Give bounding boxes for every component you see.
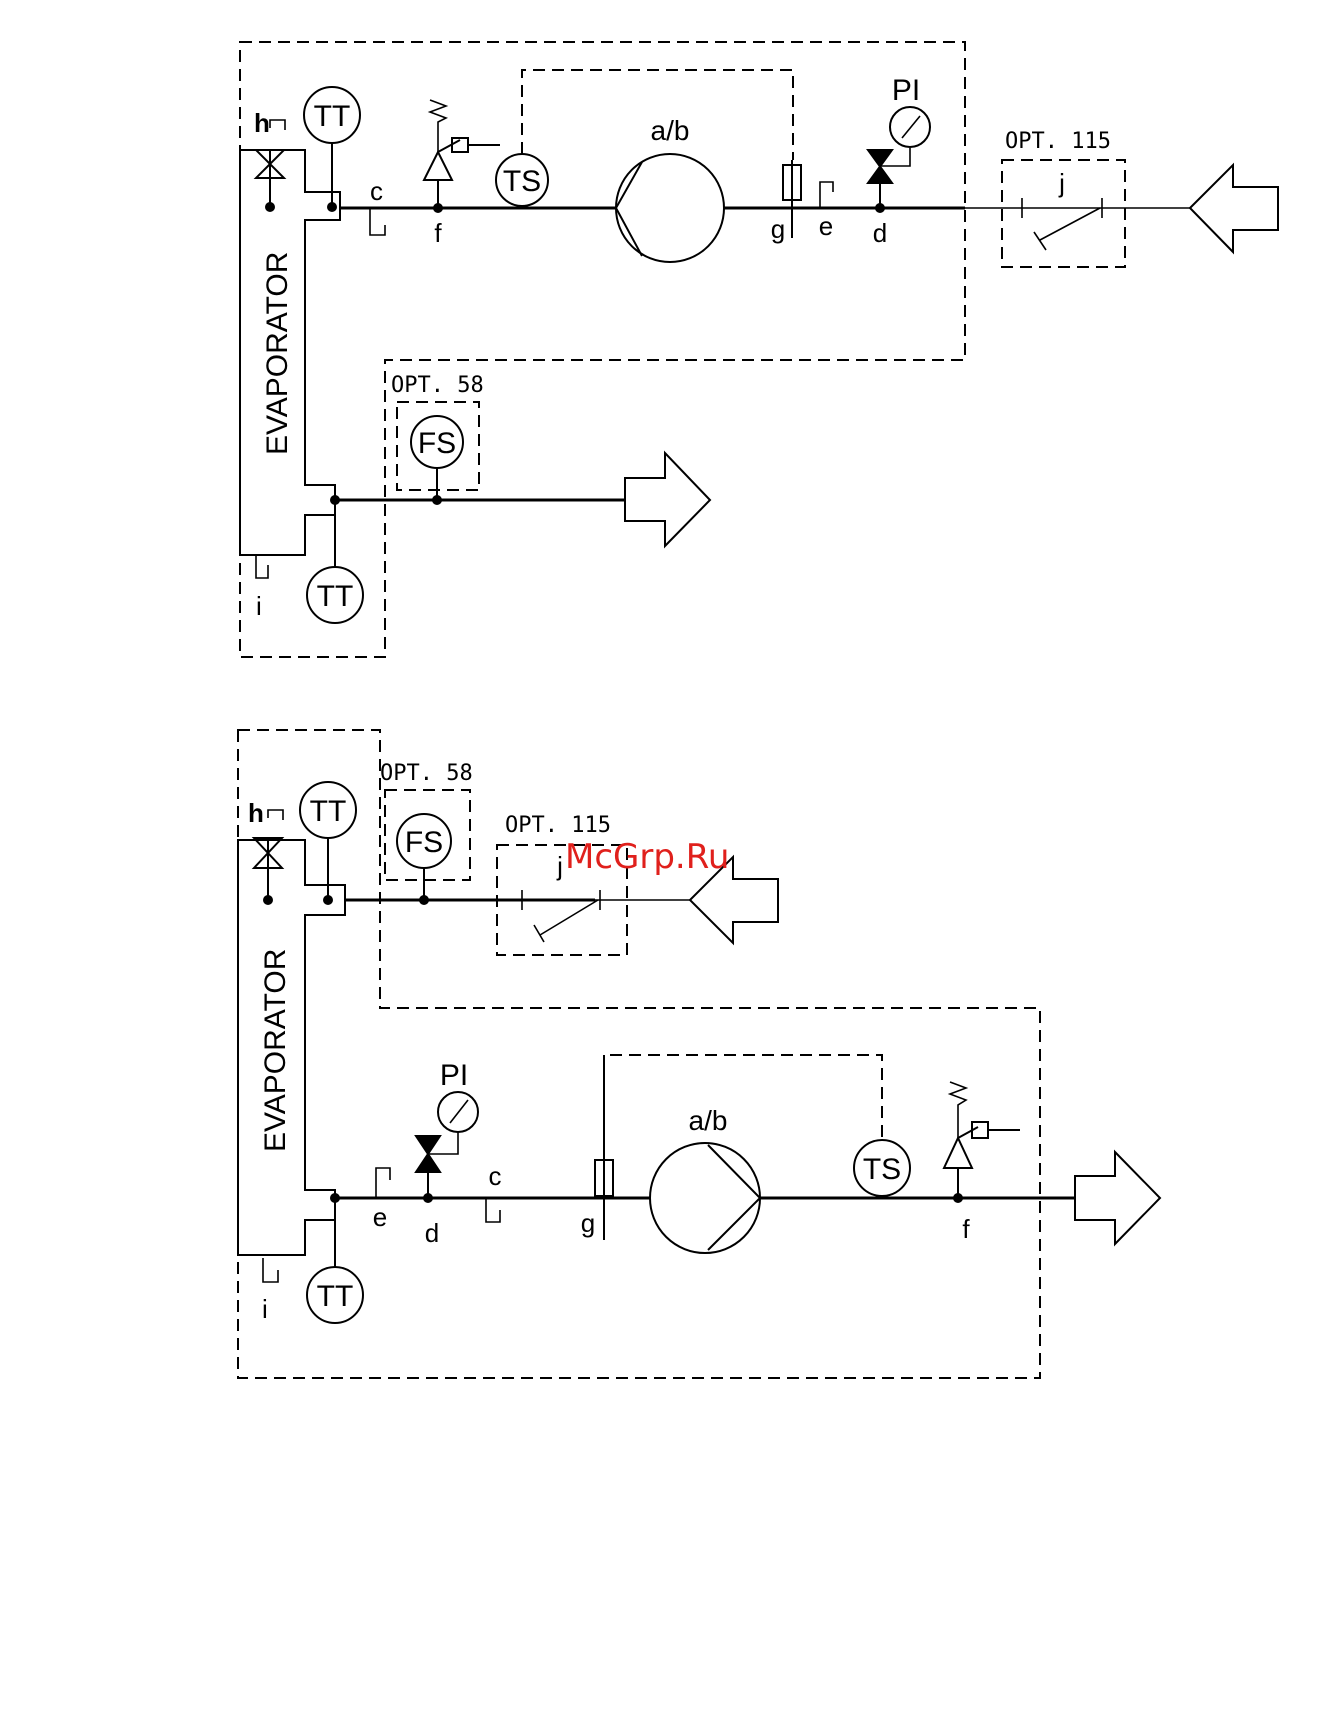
top-tt-lower-label: TT: [317, 580, 354, 613]
bottom-opt115-label: OPT. 115: [505, 813, 611, 838]
bottom-fs-label: FS: [405, 826, 443, 859]
bottom-outlet-arrow-icon: [1075, 1152, 1160, 1244]
top-pump-label: a/b: [651, 115, 690, 146]
bottom-vent-e-icon: [376, 1168, 390, 1198]
bottom-label-d: d: [425, 1218, 439, 1248]
bottom-label-e: e: [373, 1202, 387, 1232]
bottom-drain-i-icon: [263, 1258, 278, 1282]
top-label-e: e: [819, 211, 833, 241]
bottom-tt-upper-label: TT: [310, 795, 347, 828]
top-label-j: j: [1058, 168, 1065, 198]
top-label-i: i: [256, 591, 262, 621]
top-drain-i-icon: [256, 555, 268, 578]
top-evaporator-label: EVAPORATOR: [261, 252, 294, 455]
top-label-f: f: [434, 218, 442, 248]
top-diagram: EVAPORATOR i h TT TT c f: [240, 42, 1278, 657]
top-outlet-arrow-icon: [625, 453, 710, 546]
bottom-pump-icon: [650, 1143, 760, 1253]
top-pump-icon: [616, 154, 724, 262]
top-label-c: c: [370, 176, 383, 206]
bottom-diagram: EVAPORATOR i h TT OPT. 58 FS OPT. 115 j: [238, 730, 1160, 1378]
watermark: McGrp.Ru: [565, 837, 729, 877]
bottom-label-h: h: [248, 798, 264, 828]
bottom-drain-c-icon: [486, 1198, 500, 1222]
top-opt115-label: OPT. 115: [1005, 129, 1111, 154]
bottom-tt-lower-label: TT: [317, 1280, 354, 1313]
bottom-pump-label: a/b: [689, 1105, 728, 1136]
top-opt58-label: OPT. 58: [391, 373, 484, 398]
bottom-ts-signal-line: [604, 1055, 882, 1140]
top-label-g: g: [771, 214, 785, 244]
bottom-label-f: f: [962, 1214, 970, 1244]
top-pi-label: PI: [892, 74, 920, 107]
bottom-ts-label: TS: [863, 1153, 901, 1186]
bottom-safety-valve-f-icon: [944, 1122, 1020, 1168]
bottom-pi-label: PI: [440, 1059, 468, 1092]
top-drain-c-icon: [370, 208, 385, 235]
top-safety-valve-f-icon: [424, 138, 500, 180]
top-ts-label: TS: [503, 165, 541, 198]
bottom-filter-j-icon: [522, 890, 600, 942]
bottom-label-c: c: [489, 1161, 502, 1191]
top-tt-upper-label: TT: [314, 100, 351, 133]
top-label-h: h: [254, 108, 270, 138]
top-filter-j-icon: [1022, 198, 1102, 250]
top-vent-e-icon: [820, 182, 833, 208]
bottom-label-g: g: [581, 1208, 595, 1238]
top-fs-label: FS: [418, 427, 456, 460]
bottom-evaporator-label: EVAPORATOR: [259, 949, 292, 1152]
bottom-opt58-label: OPT. 58: [380, 761, 473, 786]
bottom-label-i: i: [262, 1294, 268, 1324]
bottom-label-j: j: [556, 851, 563, 881]
top-label-d: d: [873, 218, 887, 248]
top-inlet-arrow-icon: [1190, 165, 1278, 252]
